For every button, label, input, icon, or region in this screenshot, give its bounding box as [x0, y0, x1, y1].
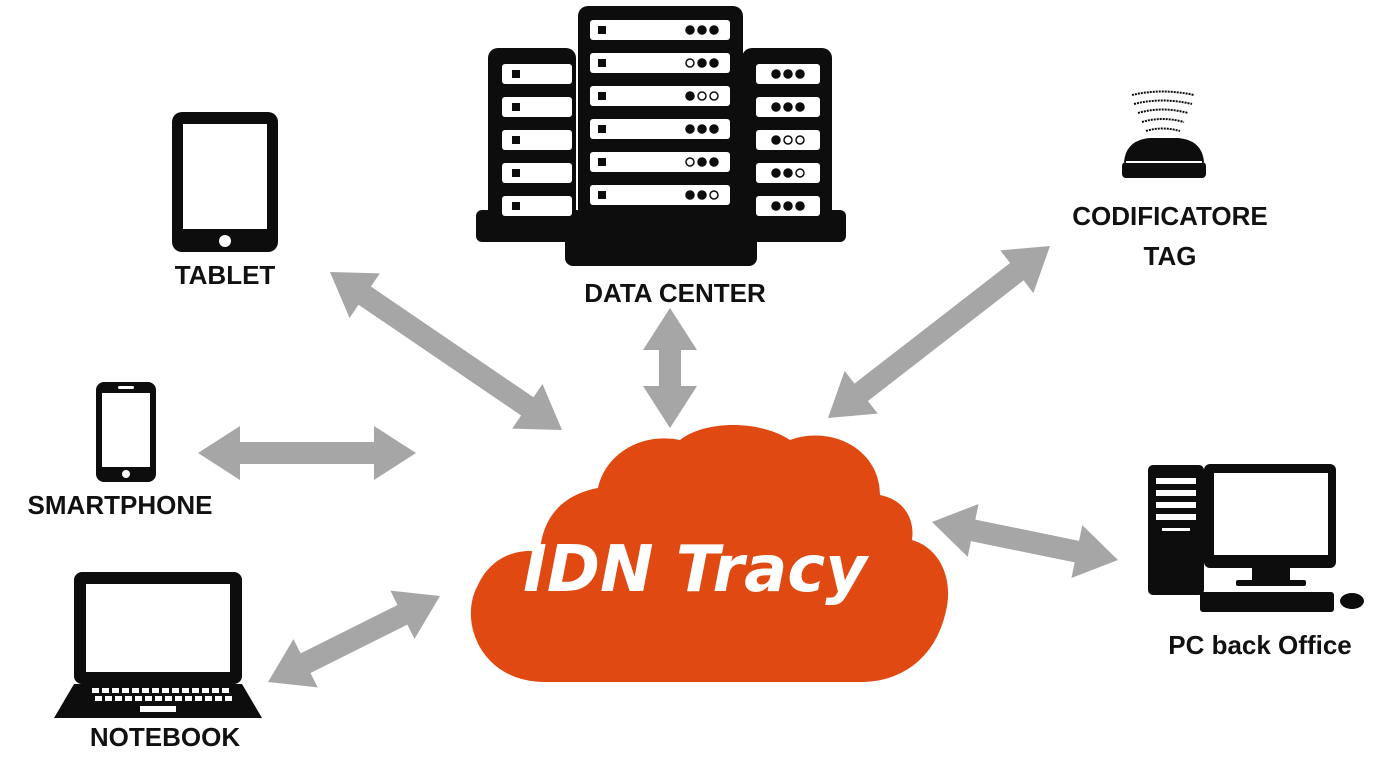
laptop-icon [54, 572, 262, 718]
rfid-encoder-icon [1122, 90, 1206, 178]
arrow-pc-cloud [932, 503, 1119, 579]
tag-encoder-label-line1: CODIFICATORE [1072, 201, 1268, 231]
tablet-icon [172, 112, 278, 252]
pc-back-office-label: PC back Office [1168, 630, 1352, 660]
connection-arrows [198, 246, 1119, 688]
smartphone-icon [96, 382, 156, 482]
cloud-title: IDN Tracy [523, 533, 867, 607]
arrow-smartphone-cloud [198, 426, 416, 480]
notebook-label: NOTEBOOK [89, 722, 241, 752]
arrow-tag-cloud [828, 246, 1050, 419]
desktop-pc-icon [1148, 464, 1364, 612]
tablet-label: TABLET [174, 260, 276, 290]
smartphone-label: SMARTPHONE [27, 490, 213, 520]
arrow-notebook-cloud [268, 590, 441, 688]
arrow-datacenter-cloud [643, 308, 697, 428]
tag-encoder-label: CODIFICATORE TAG [1040, 196, 1300, 276]
server-rack-icon [476, 6, 846, 266]
cloud-shape [470, 425, 949, 682]
arrow-tablet-cloud [330, 272, 563, 431]
tag-encoder-label-line2: TAG [1143, 241, 1197, 271]
data-center-label: DATA CENTER [584, 278, 766, 308]
